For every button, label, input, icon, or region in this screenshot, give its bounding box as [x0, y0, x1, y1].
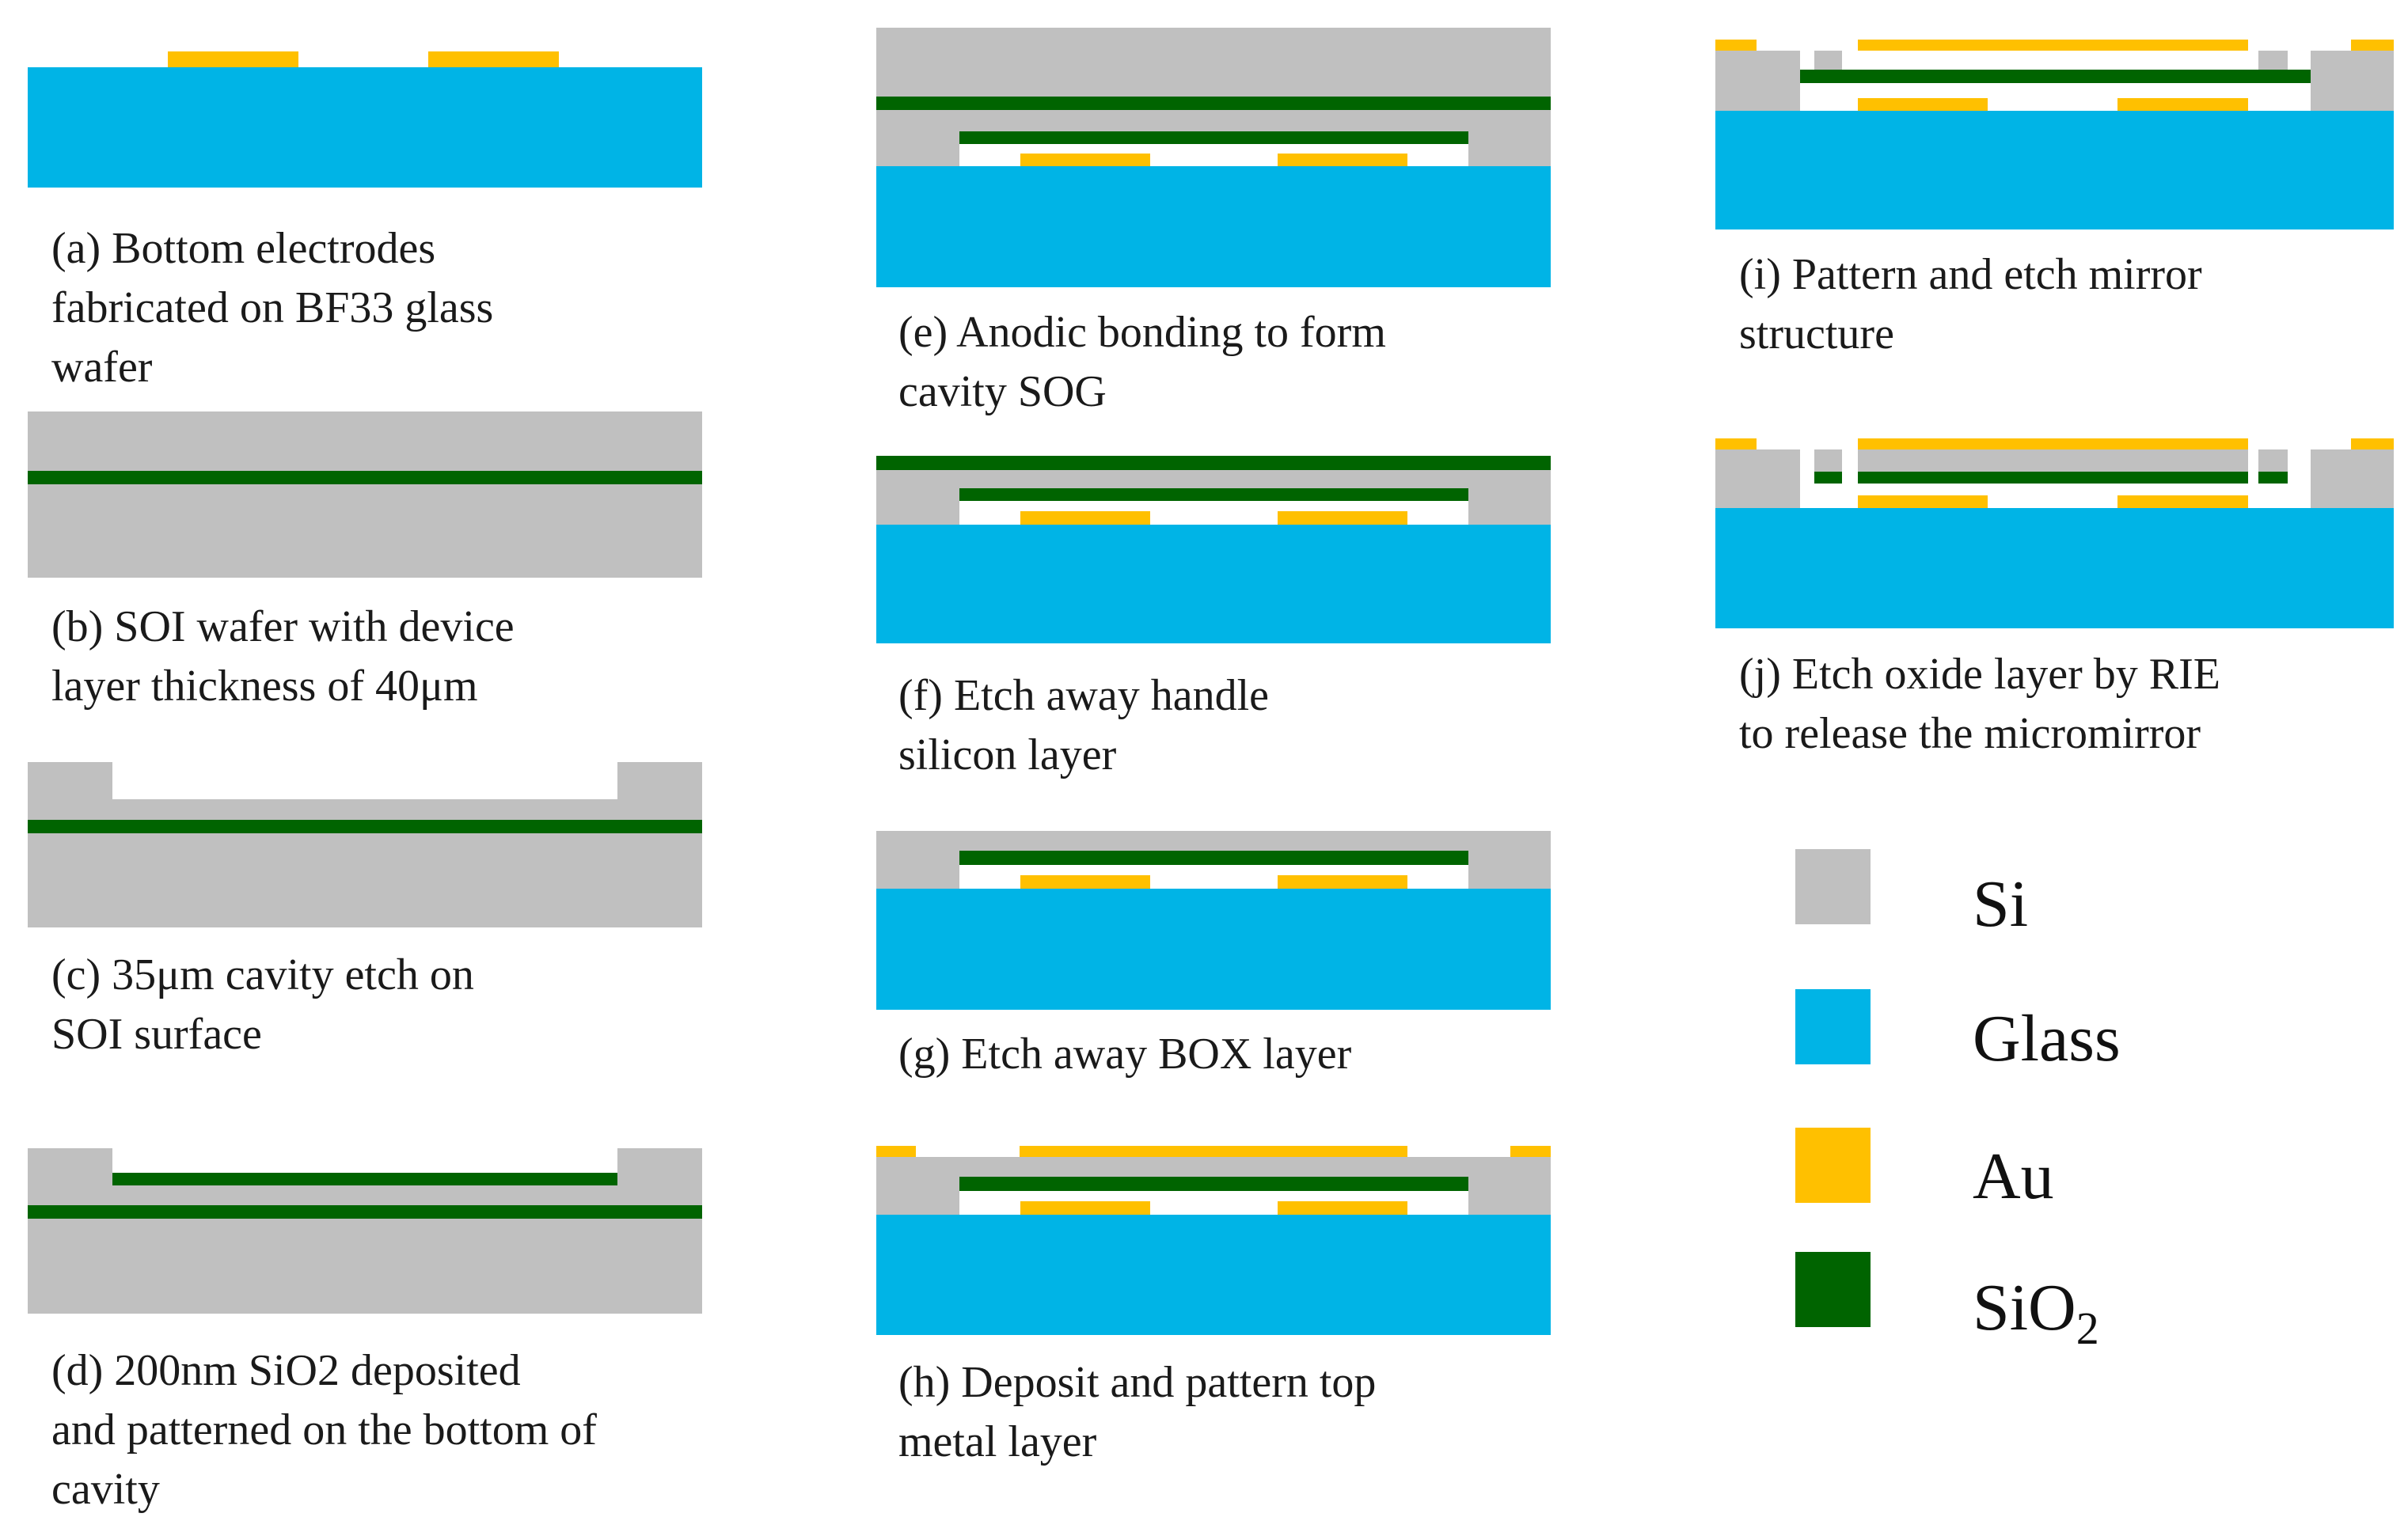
- legend-label-sio2: SiO2: [1973, 1272, 2099, 1364]
- step-h-diagram: [876, 1146, 1551, 1335]
- step-c-diagram: [28, 762, 702, 927]
- legend-text-au: Au: [1973, 1140, 2054, 1213]
- step-i-diagram: [1715, 40, 2394, 229]
- legend-label-glass: Glass: [1973, 1003, 2121, 1075]
- caption-d: (d) 200nm SiO2 deposited and patterned o…: [51, 1346, 597, 1514]
- caption-j: (j) Etch oxide layer by RIE to release t…: [1739, 650, 2221, 758]
- legend-swatch-glass: [1795, 989, 1871, 1064]
- step-g-diagram: [876, 831, 1551, 1010]
- caption-i: (i) Pattern and etch mirror structure: [1739, 250, 2202, 358]
- caption-b: (b) SOI wafer with device layer thicknes…: [51, 602, 515, 711]
- step-d-diagram: [28, 1148, 702, 1314]
- legend-label-au: Au: [1973, 1141, 2054, 1212]
- step-f-diagram: [876, 456, 1551, 643]
- legend-swatch-sio2: [1795, 1252, 1871, 1327]
- legend: [1795, 849, 1871, 1327]
- legend-text-sio2: SiO: [1973, 1271, 2076, 1344]
- step-a-diagram: [28, 51, 702, 188]
- step-j-diagram: [1715, 438, 2394, 628]
- step-b-diagram: [28, 411, 702, 578]
- legend-swatch-si: [1795, 849, 1871, 924]
- caption-f: (f) Etch away handle silicon layer: [898, 671, 1269, 779]
- legend-label-si: Si: [1973, 869, 2028, 940]
- legend-text-glass: Glass: [1973, 1002, 2121, 1075]
- caption-e: (e) Anodic bonding to form cavity SOG: [898, 308, 1386, 416]
- legend-text-sio2-subscript: 2: [2076, 1303, 2099, 1354]
- caption-h: (h) Deposit and pattern top metal layer: [898, 1358, 1377, 1466]
- step-e-diagram: [876, 28, 1551, 287]
- legend-swatch-au: [1795, 1128, 1871, 1203]
- caption-a: (a) Bottom electrodes fabricated on BF33…: [51, 224, 494, 392]
- caption-g: (g) Etch away BOX layer: [898, 1030, 1352, 1079]
- caption-c: (c) 35μm cavity etch on SOI surface: [51, 950, 474, 1059]
- legend-text-si: Si: [1973, 867, 2029, 941]
